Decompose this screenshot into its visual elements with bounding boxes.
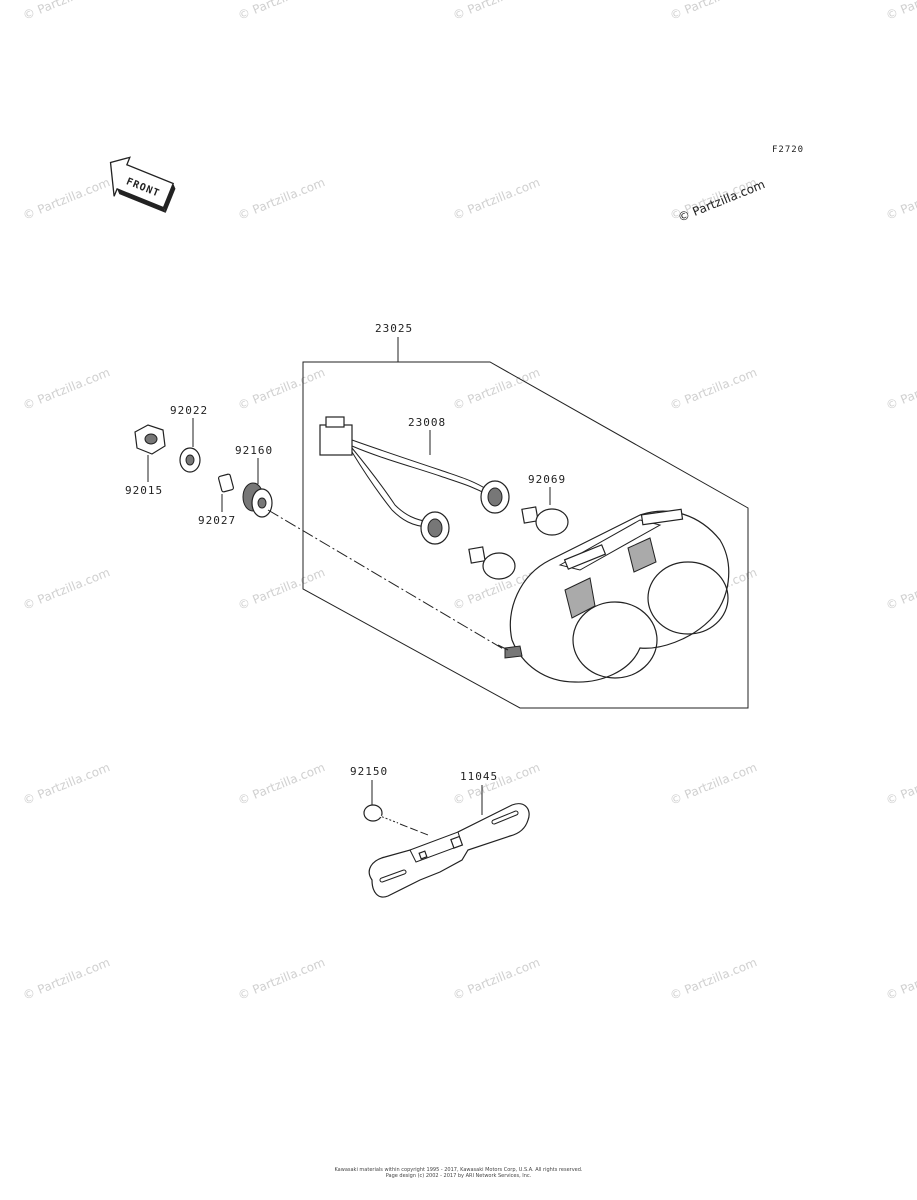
part-label-92160: 92160 [235,444,273,457]
copyright-line: Page design (c) 2002 - 2017 by ARI Netwo… [385,1173,532,1179]
washer-92022 [179,447,201,473]
watermark-text: © Partzilla.com [884,565,917,613]
watermark-text: © Partzilla.com [451,955,542,1003]
figure-code: F2720 [772,145,804,155]
part-label-92022: 92022 [170,404,208,417]
copyright-footer: Kawasaki materials within copyright 1995… [0,1167,917,1179]
watermark-text: © Partzilla.com [451,0,542,23]
part-label-92015: 92015 [125,484,163,497]
watermark-text: © Partzilla.com [21,565,112,613]
part-label-92069: 92069 [528,473,566,486]
watermark-text: © Partzilla.com [236,955,327,1003]
watermark-text: © Partzilla.com [668,760,759,808]
tail-lamp-housing [497,508,730,683]
watermark-text: © Partzilla.com [21,175,112,223]
watermark-text: © Partzilla.com [884,175,917,223]
watermark-text: © Partzilla.com [668,0,759,23]
watermark-text: © Partzilla.com [21,955,112,1003]
watermark-text: © Partzilla.com [21,760,112,808]
part-label-92027: 92027 [198,514,236,527]
part-label-11045: 11045 [460,770,498,783]
part-label-23008: 23008 [408,416,446,429]
assembly-boundary [302,361,749,709]
grommet-92160 [242,482,273,518]
bracket-11045 [368,803,530,898]
collar-92027 [217,473,235,493]
wiring-harness [319,416,510,545]
watermark-text: © Partzilla.com [236,565,327,613]
watermark-text: © Partzilla.com [884,365,917,413]
watermark-text: © Partzilla.com [884,955,917,1003]
watermark-text: © Partzilla.com [21,0,112,23]
bulb-upper [521,506,569,536]
watermark-text: © Partzilla.com [236,365,327,413]
front-arrow-icon: FRONT [109,156,176,213]
watermark-text: © Partzilla.com [668,955,759,1003]
watermark-text: © Partzilla.com [21,365,112,413]
watermark-text: © Partzilla.com [236,760,327,808]
watermark-text: © Partzilla.com [668,365,759,413]
watermark-text: © Partzilla.com [451,760,542,808]
watermark-text: © Partzilla.com [236,0,327,23]
nut-92015 [134,424,166,455]
bolt-92150 [363,804,399,824]
watermark-text: © Partzilla.com [884,760,917,808]
part-label-23025: 23025 [375,322,413,335]
watermark-text: © Partzilla.com [451,175,542,223]
watermark-text: © Partzilla.com [451,365,542,413]
part-label-92150: 92150 [350,765,388,778]
bulb-lower [468,546,516,580]
copyright-line: Kawasaki materials within copyright 1995… [334,1167,583,1173]
watermark-text: © Partzilla.com [884,0,917,23]
watermark-text: © Partzilla.com [236,175,327,223]
